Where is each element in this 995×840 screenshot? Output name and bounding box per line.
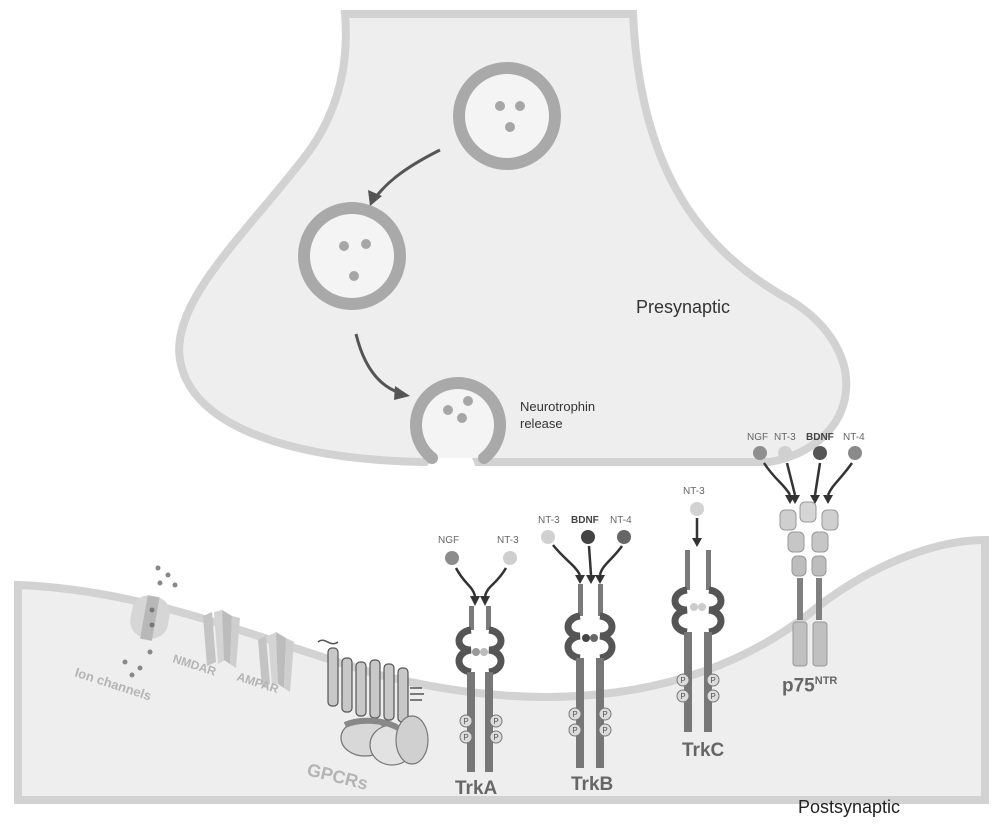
ligand-nt3-label-p75: NT-3 [774,432,796,443]
release-line-2: release [520,416,563,431]
ion-channel [122,565,178,678]
ligand-nt3-label-trkb: NT-3 [538,515,560,526]
ligand-nt3-label-trka: NT-3 [497,535,519,546]
presynaptic-label: Presynaptic [636,297,731,317]
vesicle-arrow-2 [354,333,410,400]
postsynaptic-label: Postsynaptic [798,797,901,817]
phospho-label: P [572,710,577,719]
gpcr-receptor [317,639,429,766]
trkb-label: TrkB [571,774,614,795]
phospho-label: P [463,733,468,742]
phospho-label: P [463,717,468,726]
phospho-label: P [680,692,685,701]
postsynaptic-membrane [14,535,989,804]
trka-label: TrkA [455,778,498,799]
phospho-label: P [710,692,715,701]
phospho-label: P [602,726,607,735]
ligand-ngf-label-trka: NGF [438,535,460,546]
p75ntr-label: p75NTR [782,675,837,697]
neurotrophin-release-label: Neurotrophin release [520,398,595,432]
release-line-1: Neurotrophin [520,399,596,414]
vesicle-fusing [410,377,506,464]
vesicle-arrow-1 [368,148,441,206]
ampar-receptor [258,632,294,692]
vesicle-1 [453,62,561,170]
phospho-label: P [493,733,498,742]
vesicle-2 [298,202,406,310]
nmdar-receptor [203,610,240,668]
phospho-label: P [572,726,577,735]
phospho-label: P [680,676,685,685]
ligand-nt3-label-trkc: NT-3 [683,486,705,497]
p75-text: p75 [782,675,815,697]
p75ntr-receptor [753,446,862,667]
ligand-bdnf-label-p75: BDNF [806,432,834,443]
ligand-bdnf-label-trkb: BDNF [571,515,599,526]
ligand-nt4-label-p75: NT-4 [843,432,865,443]
phospho-label: P [602,710,607,719]
phospho-label: P [493,717,498,726]
trkc-label: TrkC [682,740,725,761]
ligand-nt4-label-trkb: NT-4 [610,515,632,526]
phospho-label: P [710,676,715,685]
ligand-ngf-label-p75: NGF [747,432,769,443]
p75-superscript: NTR [814,675,838,687]
phospho-sites: P P P P P P P P P P P P [459,673,720,744]
